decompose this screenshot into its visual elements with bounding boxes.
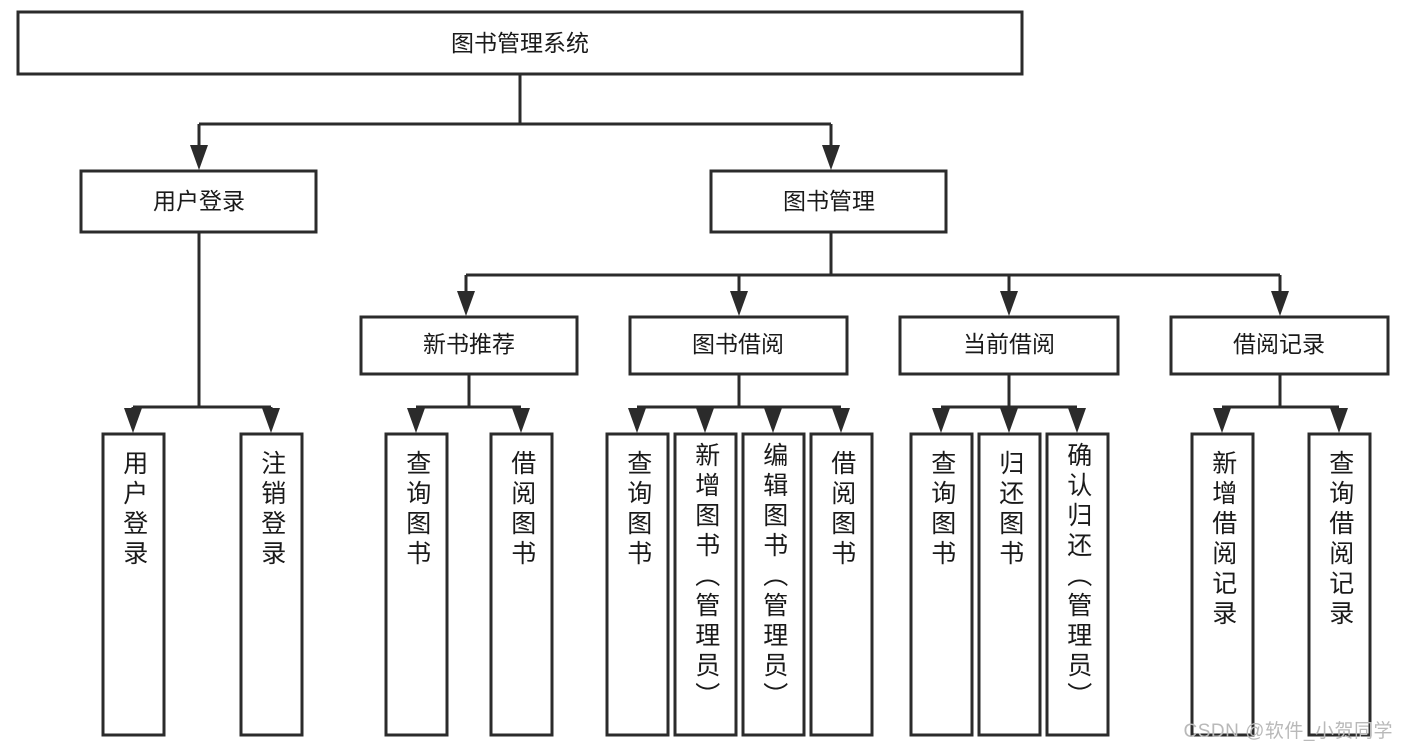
node-book-borrow-label: 图书借阅 — [692, 331, 784, 357]
watermark-text: CSDN @软件_小贺同学 — [1183, 721, 1393, 742]
arrow-current-borrow-leaf3 — [1068, 408, 1086, 433]
leaf-box-current-borrow-3[interactable] — [1045, 432, 1110, 737]
node-book-manage[interactable]: 图书管理 — [709, 169, 948, 234]
node-user-login[interactable]: 用户登录 — [79, 169, 318, 234]
leaf-box-new-book-1[interactable] — [384, 432, 449, 737]
node-new-book-recommend-label: 新书推荐 — [423, 331, 515, 357]
leaf-box-book-borrow-1[interactable] — [605, 432, 670, 737]
arrow-to-user-login — [190, 145, 208, 170]
arrow-book-borrow-leaf2 — [696, 408, 714, 433]
arrow-to-borrow-record — [1271, 291, 1289, 316]
arrow-new-book-leaf2 — [512, 408, 530, 433]
leaf-box-borrow-record-1[interactable] — [1190, 432, 1255, 737]
node-root-label: 图书管理系统 — [451, 30, 589, 56]
leaf-box-user-login-1[interactable] — [101, 432, 166, 737]
arrow-book-borrow-leaf1 — [628, 408, 646, 433]
node-book-manage-box[interactable] — [709, 169, 948, 234]
node-book-borrow-box[interactable] — [628, 315, 849, 376]
arrow-user-login-leaf1 — [124, 408, 142, 433]
leaf-box-user-login-2[interactable] — [239, 432, 304, 737]
arrow-borrow-record-leaf2 — [1330, 408, 1348, 433]
arrow-book-borrow-leaf4 — [832, 408, 850, 433]
node-user-login-box[interactable] — [79, 169, 318, 234]
arrow-user-login-leaf2 — [262, 408, 280, 433]
arrow-current-borrow-leaf2 — [1000, 408, 1018, 433]
leaf-box-book-borrow-3[interactable] — [741, 432, 806, 737]
node-book-manage-label: 图书管理 — [783, 188, 875, 214]
arrow-to-book-borrow — [730, 291, 748, 316]
node-current-borrow-box[interactable] — [898, 315, 1120, 376]
node-current-borrow-label: 当前借阅 — [963, 331, 1055, 357]
leaf-box-current-borrow-2[interactable] — [977, 432, 1042, 737]
node-borrow-record[interactable]: 借阅记录 — [1169, 315, 1390, 376]
arrow-to-book-manage — [822, 145, 840, 170]
arrow-current-borrow-leaf1 — [932, 408, 950, 433]
connector-group — [124, 74, 1348, 433]
arrow-book-borrow-leaf3 — [764, 408, 782, 433]
node-root-box[interactable] — [16, 10, 1024, 76]
arrow-to-current-borrow — [1000, 291, 1018, 316]
arrow-new-book-leaf1 — [407, 408, 425, 433]
leaf-box-current-borrow-1[interactable] — [909, 432, 974, 737]
leaf-box-borrow-record-2[interactable] — [1307, 432, 1372, 737]
node-borrow-record-label: 借阅记录 — [1233, 331, 1325, 357]
node-new-book-recommend-box[interactable] — [359, 315, 579, 376]
node-current-borrow[interactable]: 当前借阅 — [898, 315, 1120, 376]
leaf-box-book-borrow-2[interactable] — [673, 432, 738, 737]
arrow-borrow-record-leaf1 — [1213, 408, 1231, 433]
leaf-box-book-borrow-4[interactable] — [809, 432, 874, 737]
arrow-to-new-book — [457, 291, 475, 316]
node-borrow-record-box[interactable] — [1169, 315, 1390, 376]
node-new-book-recommend[interactable]: 新书推荐 — [359, 315, 579, 376]
node-book-borrow[interactable]: 图书借阅 — [628, 315, 849, 376]
node-user-login-label: 用户登录 — [153, 188, 245, 214]
leaf-box-new-book-2[interactable] — [489, 432, 554, 737]
node-root[interactable]: 图书管理系统 — [16, 10, 1024, 76]
